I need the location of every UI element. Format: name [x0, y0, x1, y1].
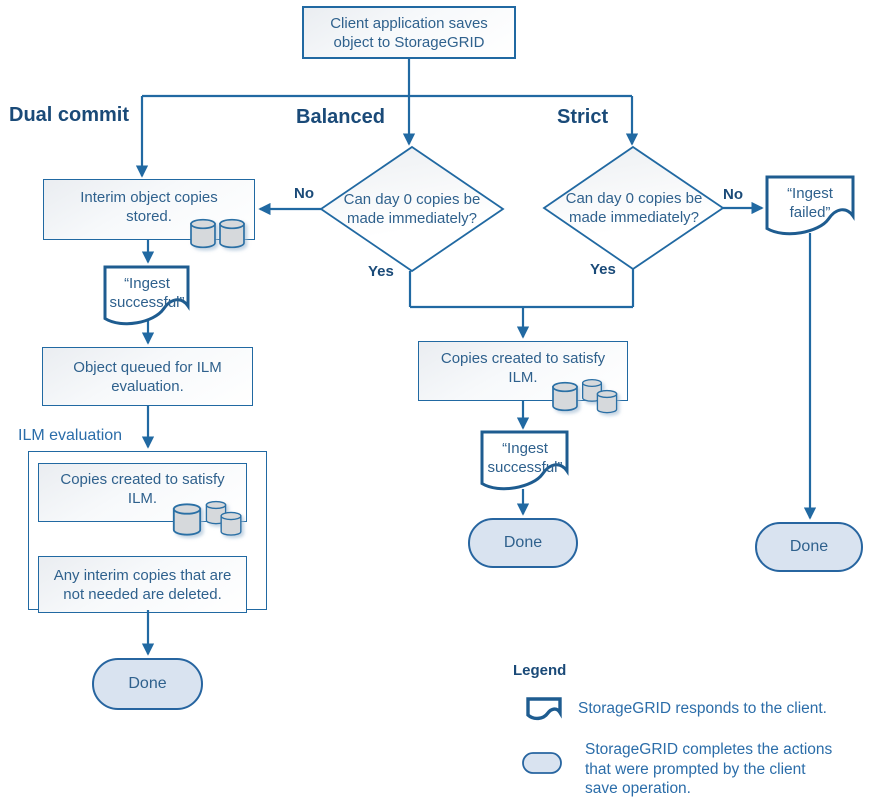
edge-label-no-strict: No	[723, 186, 743, 203]
flag-text-ingest-failed: “Ingest failed”	[787, 185, 833, 221]
legend-title: Legend	[513, 662, 567, 679]
legend-completes-text: StorageGRID completes the actions that w…	[585, 741, 833, 797]
flag-text-ingest-successful-center: “Ingest successful”	[487, 440, 563, 476]
heading-strict: Strict	[557, 106, 609, 128]
flag-text-ingest-successful-left: “Ingest successful”	[109, 275, 185, 311]
node-copies-created-center: Copies created to satisfy ILM.	[418, 341, 628, 401]
connector-trunk	[142, 59, 632, 98]
heading-balanced: Balanced	[296, 106, 385, 128]
node-interim-copies-stored: Interim object copies stored.	[43, 179, 255, 240]
heading-dual-commit: Dual commit	[9, 104, 130, 126]
node-client-application: Client application saves object to Stora…	[302, 6, 516, 59]
ilm-evaluation-label: ILM evaluation	[18, 427, 123, 444]
node-object-queued: Object queued for ILM evaluation.	[42, 347, 253, 406]
node-done-left: Done	[92, 658, 203, 710]
decision-balanced-text: Can day 0 copies be made immediately?	[343, 191, 481, 227]
node-done-center: Done	[468, 518, 578, 568]
legend-stadium-icon	[522, 752, 562, 774]
legend-flag-icon	[526, 697, 562, 721]
node-done-right: Done	[755, 522, 863, 572]
legend-responds-text: StorageGRID responds to the client.	[578, 700, 827, 717]
edge-label-no-balanced: No	[294, 185, 314, 202]
node-copies-created-left: Copies created to satisfy ILM.	[38, 463, 247, 522]
decision-strict-text: Can day 0 copies be made immediately?	[565, 190, 703, 226]
edge-label-yes-strict: Yes	[590, 261, 616, 278]
edge-label-yes-balanced: Yes	[368, 263, 394, 280]
node-interim-deleted: Any interim copies that are not needed a…	[38, 556, 247, 613]
